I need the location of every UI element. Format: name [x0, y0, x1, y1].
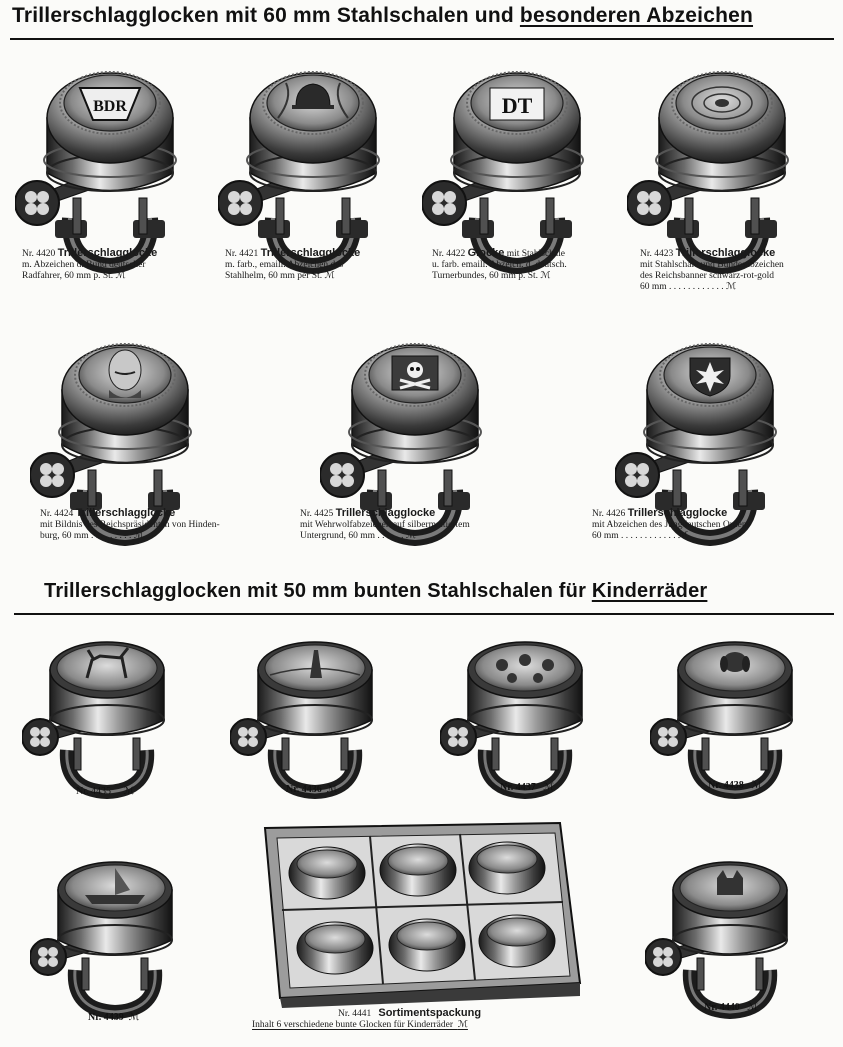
- assortment-box-image: [263, 821, 582, 1008]
- bell-4425-image: [320, 320, 510, 550]
- bell-4438-image: [650, 620, 820, 800]
- caption-4437: Nr. 4437 ℳ: [500, 782, 554, 793]
- caption-4426: Nr. 4426 Trillerschlagglocke mit Abzeich…: [592, 508, 751, 541]
- bell-4426-image: [615, 320, 805, 550]
- heading-underlined-text: Kinderräder: [591, 580, 708, 602]
- section-heading-50mm: Trillerschlagglocken mit 50 mm bunten St…: [44, 580, 707, 603]
- bell-4421-image: [218, 48, 408, 278]
- caption-4424: Nr. 4424 Trillerschlagglocke mit Bildnis…: [40, 508, 220, 541]
- section-heading-60mm: Trillerschlagglocken mit 60 mm Stahlscha…: [12, 4, 753, 28]
- bell-4424-image: [30, 320, 220, 550]
- caption-4436: Nr. 4436 ℳ: [286, 784, 338, 795]
- bell-4437-image: [440, 620, 610, 800]
- section-divider: [10, 38, 834, 40]
- bell-4423-image: [627, 48, 817, 278]
- bell-4420-image: BDR: [15, 48, 205, 278]
- bell-4435-image: [22, 620, 192, 800]
- turnerbund-emblem-icon: [489, 87, 545, 121]
- bdr-emblem-icon: [78, 87, 142, 121]
- steel-helmet-icon: [295, 83, 331, 107]
- section-divider: [14, 613, 834, 615]
- ship-icon: [85, 895, 145, 904]
- bell-4436-image: [230, 620, 400, 800]
- heading-text: Trillerschlagglocken mit 50 mm bunten St…: [44, 580, 592, 602]
- heading-text: Trillerschlagglocken mit 60 mm Stahlscha…: [12, 4, 520, 27]
- caption-4438: Nr. 4438 ℳ: [708, 780, 762, 791]
- caption-4420: Nr. 4420 Trillerschlagglocke m. Abzeiche…: [22, 248, 158, 281]
- flower-pattern-icon: [496, 654, 554, 683]
- caption-4440: Nr. 4440 ℳ: [704, 1002, 758, 1013]
- reichsbanner-emblem-icon: [691, 86, 753, 120]
- caption-4425: Nr. 4425 Trillerschlagglocke mit Wehrwol…: [300, 508, 470, 541]
- caption-4422: Nr. 4422 Glocke mit Stahlschale u. farb.…: [432, 248, 567, 281]
- caption-4441: Nr. 4441 Sortimentspackung Inhalt 6 vers…: [252, 1008, 482, 1030]
- bell-4422-image: DT: [422, 48, 612, 278]
- heading-underlined-text: besonderen Abzeichen: [519, 4, 754, 27]
- caption-4421: Nr. 4421 Trillerschlagglocke m. farb., e…: [225, 248, 361, 281]
- cat-head-icon: [717, 870, 743, 895]
- caption-4439: Nr. 4439 ℳ: [88, 1012, 140, 1023]
- caption-4423: Nr. 4423 Trillerschlagglocke mit Stahlsc…: [640, 248, 784, 292]
- stag-icon: [85, 647, 130, 679]
- bell-4440-image: [645, 840, 815, 1020]
- bell-4439-image: [30, 840, 200, 1020]
- emblem-text: DT: [502, 93, 533, 118]
- dog-head-icon: [723, 652, 747, 672]
- portrait-icon: [108, 349, 142, 391]
- caption-4435: Nr. 4435 ℳ: [76, 786, 135, 797]
- emblem-text: BDR: [93, 98, 127, 115]
